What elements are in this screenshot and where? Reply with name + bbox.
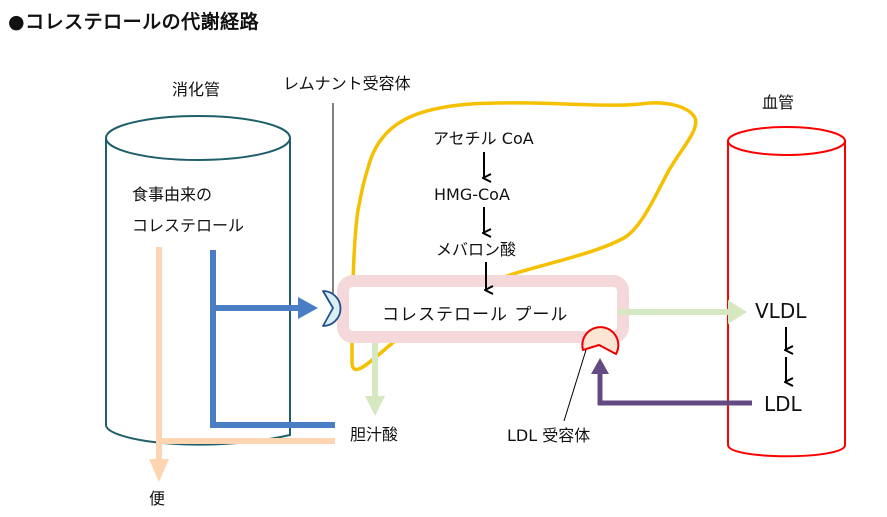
dietary-cholesterol-label-line1: 食事由来の <box>132 185 213 204</box>
ldl-return-arrow <box>591 358 752 406</box>
feces-label: 便 <box>149 489 166 508</box>
digestive-tract-cylinder <box>105 115 291 446</box>
blood-vessel-label: 血管 <box>762 93 795 112</box>
absorption-arrow <box>210 250 335 428</box>
diagram-title: ●コレステロールの代謝経路 <box>8 11 260 33</box>
ldl-receptor-pointer <box>563 349 587 422</box>
remnant-receptor-label: レムナント受容体 <box>283 74 411 93</box>
bile-acid-arrow <box>365 343 385 416</box>
ldl-receptor-label: LDL 受容体 <box>507 426 591 445</box>
ldl-receptor-icon <box>581 326 620 355</box>
mevalonic-acid-label: メバロン酸 <box>436 240 517 259</box>
hmg-coa-label: HMG-CoA <box>434 185 510 204</box>
acetyl-coa-label: アセチル CoA <box>433 129 534 148</box>
excretion-arrow <box>149 247 335 482</box>
remnant-receptor-icon <box>322 290 342 327</box>
vldl-label: VLDL <box>755 299 807 323</box>
bile-acid-label: 胆汁酸 <box>350 425 399 444</box>
digestive-tract-label: 消化管 <box>172 80 221 99</box>
blood-vessel-cylinder <box>727 126 846 458</box>
dietary-cholesterol-label-line2: コレステロール <box>132 216 245 235</box>
ldl-label: LDL <box>764 392 802 416</box>
vldl-secretion-arrow <box>618 300 747 324</box>
cholesterol-pool-label: コレステロール プール <box>382 305 569 325</box>
